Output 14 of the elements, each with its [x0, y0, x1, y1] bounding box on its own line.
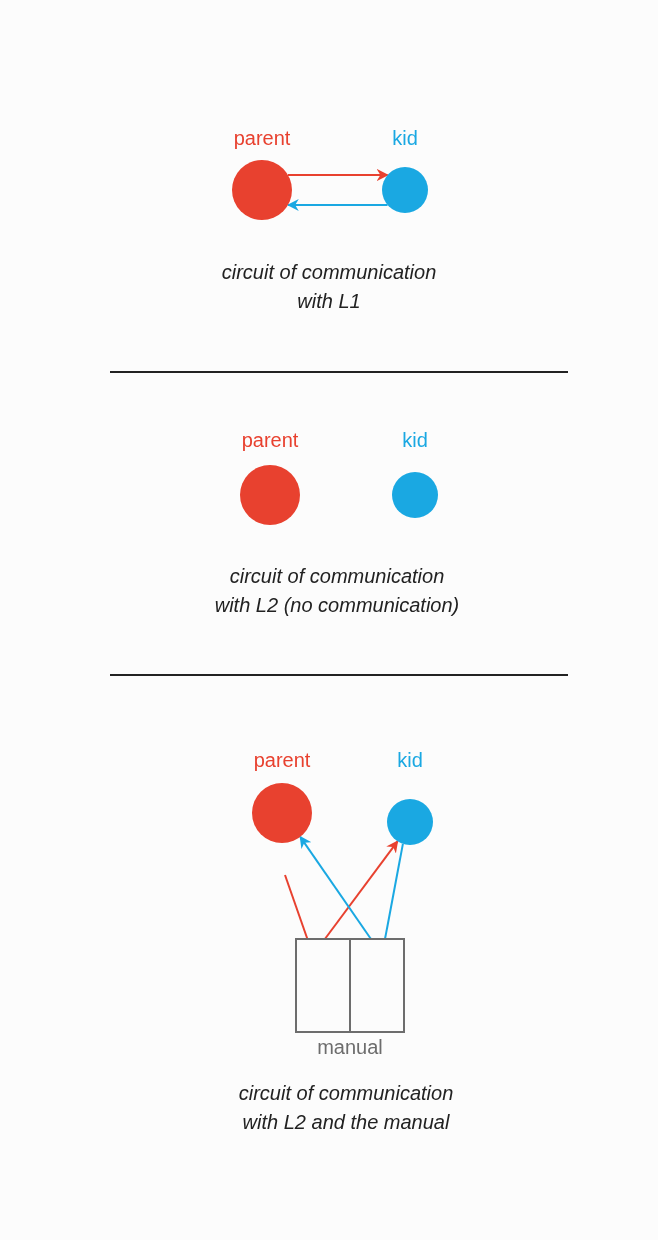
node-label: parent	[241, 428, 299, 452]
caption: circuit of communication with L1	[220, 260, 438, 314]
node-label: parent	[233, 126, 291, 150]
arrow	[286, 199, 389, 211]
node-label: kid	[392, 126, 418, 150]
node-label: manual	[316, 1035, 384, 1059]
caption: circuit of communication with L2 and the manual	[237, 1081, 455, 1135]
arrow	[299, 835, 372, 940]
node-label: kid	[397, 748, 423, 772]
caption: circuit of communication with L2 (no communication)	[213, 564, 461, 618]
arrow	[323, 840, 399, 940]
node-label: kid	[402, 428, 428, 452]
arrow	[287, 169, 389, 181]
node-label: parent	[253, 748, 311, 772]
